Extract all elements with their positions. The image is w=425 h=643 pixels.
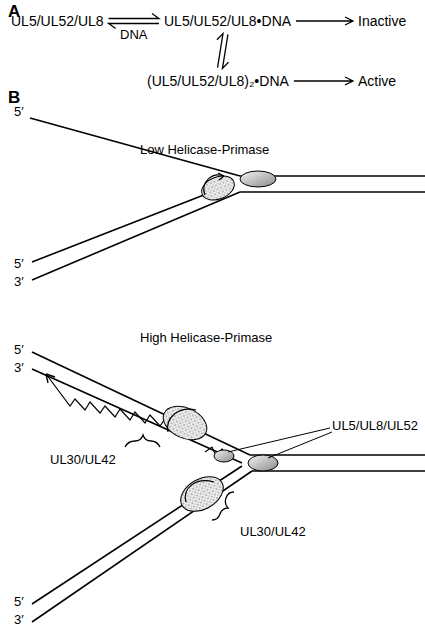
species-node: Active [357, 72, 397, 90]
strand-end: 3′ [14, 274, 24, 289]
brace [125, 435, 160, 447]
strand-end: 3′ [14, 360, 24, 375]
species-node: UL5/UL52/UL8 [10, 12, 105, 30]
dna-strands [30, 118, 425, 622]
protein-label: UL30/UL42 [50, 452, 116, 467]
species-node: UL5/UL52/UL8•DNA [163, 12, 292, 30]
panel-letter: B [8, 90, 20, 105]
species-text: Active [358, 73, 396, 89]
polymerase-ellipse [158, 400, 212, 447]
rotation-arrowhead [218, 173, 224, 180]
reaction-arrow [296, 17, 353, 25]
species-text: UL5/UL52/UL8 [11, 13, 104, 29]
strand-end: 5′ [14, 256, 24, 271]
leader-line [228, 428, 330, 452]
condition-title: High Helicase-Primase [140, 330, 272, 345]
strand-end: 3′ [14, 612, 24, 627]
rotation-arrow [168, 409, 196, 432]
species-text: Inactive [358, 13, 406, 29]
protein-label: UL30/UL42 [240, 524, 306, 539]
edge-label: DNA [120, 27, 147, 42]
panel-letter: A [8, 4, 20, 19]
strand-end: 5′ [14, 342, 24, 357]
equilibrium-arrow [217, 34, 229, 69]
nascent-arrowhead [46, 374, 55, 383]
species-text: UL5/UL52/UL8•DNA [164, 13, 291, 29]
nascent-strand-arrow [46, 374, 175, 426]
polymerase-ellipse [198, 171, 238, 204]
reaction-arrow [294, 77, 353, 85]
strand-end: 5′ [14, 594, 24, 609]
leader-line [268, 432, 332, 458]
rotation-arrow [185, 481, 214, 502]
helicase-ellipse [248, 455, 278, 471]
brace [212, 492, 234, 520]
strand-end: 5′ [14, 104, 24, 119]
helicase-ellipse [240, 171, 276, 187]
condition-title: Low Helicase-Primase [140, 142, 269, 157]
protein-label: UL5/UL8/UL52 [332, 418, 418, 433]
species-text: (UL5/UL52/UL8)₂•DNA [147, 73, 289, 89]
equilibrium-arrow [109, 14, 159, 29]
species-node: Inactive [357, 12, 407, 30]
species-node: (UL5/UL52/UL8)₂•DNA [146, 72, 290, 90]
